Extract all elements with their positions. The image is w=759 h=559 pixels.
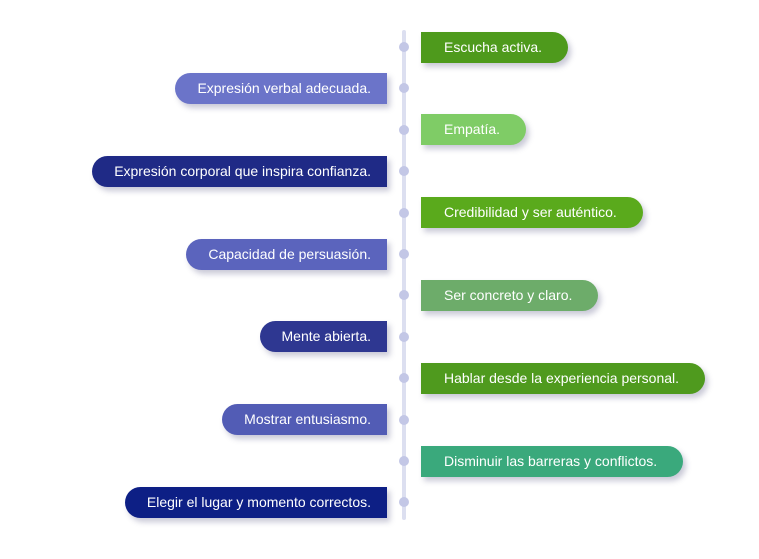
timeline-item-label: Elegir el lugar y momento correctos. xyxy=(124,486,387,518)
timeline-dot xyxy=(399,290,409,301)
timeline-dot xyxy=(399,331,409,342)
timeline-axis xyxy=(402,30,406,520)
timeline-item-label: Expresión verbal adecuada. xyxy=(175,72,387,104)
timeline-item-label: Mente abierta. xyxy=(259,321,387,353)
timeline-item-label: Mostrar entusiasmo. xyxy=(222,404,387,436)
timeline-item-label: Disminuir las barreras y conflictos. xyxy=(421,445,684,477)
timeline-item-label: Hablar desde la experiencia personal. xyxy=(421,362,706,394)
timeline-item-label: Ser concreto y claro. xyxy=(421,279,599,311)
timeline-dot xyxy=(399,497,409,508)
timeline-dot xyxy=(399,414,409,425)
timeline-dot xyxy=(399,166,409,177)
timeline-item-label: Credibilidad y ser auténtico. xyxy=(421,197,643,229)
timeline-item-label: Escucha activa. xyxy=(421,31,569,63)
timeline-dot xyxy=(399,83,409,94)
timeline-dot xyxy=(399,373,409,384)
timeline-dot xyxy=(399,42,409,52)
timeline-dot xyxy=(399,456,409,466)
timeline-dot xyxy=(399,249,409,259)
timeline-item-label: Capacidad de persuasión. xyxy=(186,238,387,270)
timeline-item-label: Expresión corporal que inspira confianza… xyxy=(92,155,387,187)
timeline-item-label: Empatía. xyxy=(421,114,527,146)
timeline-dot xyxy=(399,207,409,218)
timeline-dot xyxy=(399,124,409,135)
